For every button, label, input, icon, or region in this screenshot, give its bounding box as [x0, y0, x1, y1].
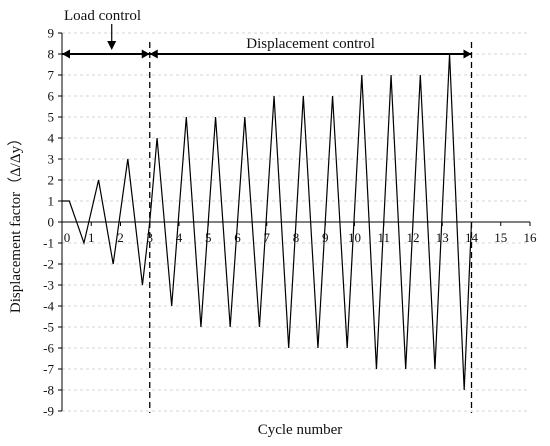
y-tick-label: 1 — [48, 194, 55, 209]
x-tick-label: 7 — [264, 230, 271, 245]
x-tick-label: 11 — [377, 230, 390, 245]
y-ticks: -9 -8 -7 -6 -5 -4 -3 -2 -1 0 1 2 3 4 5 6 7 8 9 — [43, 26, 62, 419]
load-control-label: Load control — [64, 8, 141, 24]
y-tick-label: -7 — [43, 362, 54, 377]
y-tick-label: -8 — [43, 383, 54, 398]
y-tick-label: 0 — [48, 215, 55, 230]
y-tick-label: -9 — [43, 404, 54, 419]
series-group — [62, 53, 473, 391]
y-tick-label: 2 — [48, 173, 55, 188]
x-tick-label: 6 — [234, 230, 241, 245]
displacement-control-arrow-head-right — [463, 49, 472, 59]
x-tick-label: 4 — [176, 230, 183, 245]
y-tick-label: 7 — [48, 68, 55, 83]
x-tick-label: 10 — [348, 230, 361, 245]
x-tick-label: 16 — [524, 230, 538, 245]
displacement-control-arrow-head-left — [149, 49, 158, 59]
y-axis-label: Displacement factor（Δ/Δy） — [7, 131, 24, 313]
x-tick-label: 15 — [494, 230, 507, 245]
x-ticks: 012345678910111213141516 — [61, 222, 538, 245]
y-tick-label: -6 — [43, 341, 54, 356]
x-tick-label: 9 — [322, 230, 329, 245]
load-control-arrow-head-left — [62, 49, 70, 59]
x-axis-label: Cycle number — [258, 422, 343, 438]
y-tick-label: 9 — [48, 26, 55, 41]
y-tick-label: -2 — [43, 257, 54, 272]
y-tick-label: -4 — [43, 299, 54, 314]
load-control-arrow-head-right — [141, 49, 150, 59]
y-tick-label: 6 — [48, 89, 55, 104]
load-pointer-head — [107, 41, 117, 50]
x-tick-label: 2 — [117, 230, 124, 245]
y-tick-label: 8 — [48, 47, 55, 62]
series-line — [62, 53, 473, 391]
x-tick-label: 13 — [436, 230, 449, 245]
y-tick-label: -5 — [43, 320, 54, 335]
x-tick-label: 8 — [293, 230, 300, 245]
y-tick-label: -3 — [43, 278, 54, 293]
y-tick-label: 4 — [48, 131, 55, 146]
y-tick-label: -1 — [43, 236, 54, 251]
x-tick-label: 1 — [88, 230, 95, 245]
x-tick-label: 0 — [64, 230, 71, 245]
displacement-control-label: Displacement control — [246, 36, 375, 52]
y-tick-label: 5 — [48, 110, 55, 125]
x-tick-label: 12 — [407, 230, 420, 245]
annotations: Load control Displacement control — [62, 8, 472, 59]
y-tick-label: 3 — [48, 152, 55, 167]
x-tick-label: 5 — [205, 230, 212, 245]
